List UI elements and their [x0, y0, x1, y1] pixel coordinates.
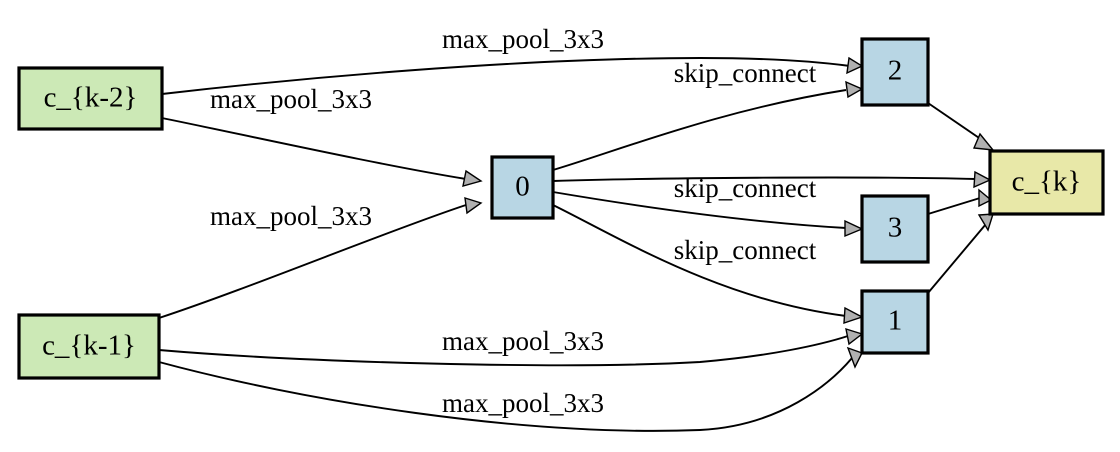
arrowhead-icon — [843, 306, 864, 324]
edge-n1-to-ck — [927, 213, 994, 294]
edge-path — [158, 335, 849, 367]
edge-label-ck1-n1-b: max_pool_3x3 — [442, 388, 604, 418]
edge-label-ck2-n0: max_pool_3x3 — [210, 84, 372, 114]
edge-path — [161, 57, 851, 95]
edge-ck1-to-n1-b — [158, 346, 863, 432]
node-3-box[interactable] — [860, 194, 930, 264]
arrowhead-icon — [845, 327, 864, 346]
node-ck1-box[interactable] — [17, 313, 161, 380]
edge-path — [552, 176, 977, 182]
node-2-label: 2 — [888, 55, 903, 87]
edge-label-ck2-n2: max_pool_3x3 — [442, 24, 604, 54]
arrowhead-icon — [464, 197, 483, 215]
edge-path — [158, 357, 853, 432]
arrowhead-icon — [462, 169, 483, 187]
edge-n2-to-ck — [927, 102, 995, 151]
node-ck[interactable]: c_{k} — [988, 149, 1105, 216]
edge-path — [158, 204, 467, 319]
edge-label-ck1-n1-a: max_pool_3x3 — [442, 326, 604, 356]
edge-path — [927, 223, 987, 294]
edge-path — [552, 204, 847, 317]
arrowhead-icon — [973, 170, 992, 189]
node-0-box[interactable] — [490, 155, 555, 220]
edge-n0-to-n3 — [552, 191, 864, 238]
edge-path — [161, 117, 467, 180]
node-1-label: 1 — [888, 305, 903, 337]
edge-n3-to-ck — [927, 188, 993, 215]
node-ck1[interactable]: c_{k-1} — [17, 313, 161, 380]
arrowhead-icon — [846, 56, 864, 75]
edge-label-ck1-n0: max_pool_3x3 — [210, 201, 372, 231]
node-ck-label: c_{k} — [1012, 166, 1082, 198]
edge-n0-to-n1 — [552, 204, 864, 324]
node-ck2-label: c_{k-2} — [44, 82, 138, 114]
arrowhead-icon — [978, 188, 993, 208]
node-2[interactable]: 2 — [860, 37, 930, 107]
arrowhead-icon — [972, 132, 995, 151]
node-0-label: 0 — [515, 171, 530, 203]
edge-path — [552, 89, 847, 171]
arrowhead-icon — [846, 346, 863, 369]
edge-path — [552, 191, 847, 229]
node-2-box[interactable] — [860, 37, 930, 107]
node-3-label: 3 — [888, 212, 903, 244]
edge-n0-to-n2 — [552, 80, 864, 171]
arrowhead-icon — [844, 219, 864, 238]
node-1[interactable]: 1 — [860, 289, 930, 355]
node-ck-box[interactable] — [988, 149, 1105, 216]
edge-layer — [158, 56, 995, 432]
edge-label-n0-n3: skip_connect — [674, 173, 817, 203]
edge-label-n0-n2: skip_connect — [674, 58, 817, 88]
node-ck1-label: c_{k-1} — [42, 330, 136, 362]
node-layer: c_{k-2} c_{k-1} 0 2 3 — [17, 37, 1105, 380]
node-1-box[interactable] — [860, 289, 930, 355]
node-3[interactable]: 3 — [860, 194, 930, 264]
edge-label-layer: max_pool_3x3 max_pool_3x3 max_pool_3x3 m… — [210, 24, 817, 418]
node-0[interactable]: 0 — [490, 155, 555, 220]
edge-n0-to-ck — [552, 170, 992, 189]
edge-path — [927, 197, 981, 215]
node-ck2[interactable]: c_{k-2} — [17, 66, 164, 131]
arrowhead-icon — [977, 213, 994, 232]
edge-ck1-to-n0 — [158, 197, 483, 319]
edge-ck2-to-n0 — [161, 117, 483, 187]
edge-path — [927, 102, 986, 143]
node-ck2-box[interactable] — [17, 66, 164, 131]
arrowhead-icon — [845, 80, 864, 99]
edge-ck2-to-n2 — [161, 56, 864, 95]
edge-label-n0-n1: skip_connect — [674, 235, 817, 265]
edge-ck1-to-n1-a — [158, 327, 864, 367]
